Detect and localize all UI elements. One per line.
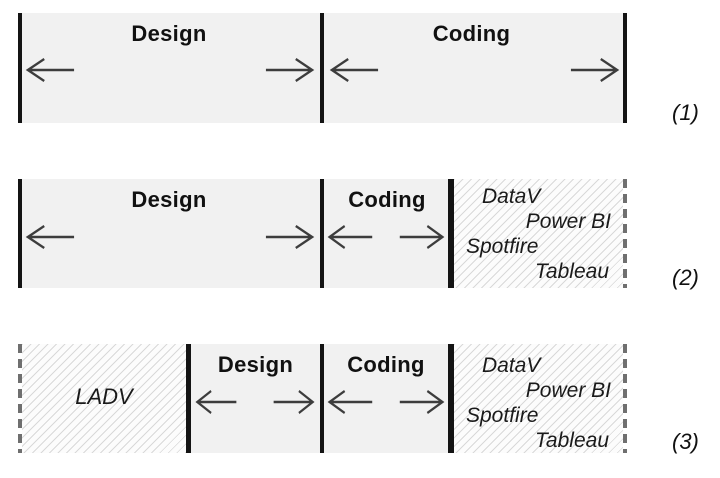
phase-boundary-bar-thick [186,344,191,453]
tool-name: Tableau [535,429,609,452]
tool-list: DataV Power BI Spotfire Tableau [454,184,623,284]
tool-name: DataV [482,354,541,377]
phase-boundary-bar [320,179,324,288]
tool-name: DataV [482,185,541,208]
tools-region [454,179,623,288]
open-boundary-dashed-line [623,344,627,453]
tool-name: Spotfire [466,404,539,427]
arrow-left-icon [25,57,75,83]
phase-boundary-bar [18,13,22,123]
coding-label: Coding [348,187,426,212]
coding-label: Coding [347,352,425,377]
tool-list: DataV Power BI Spotfire Tableau [454,353,623,453]
row-marker: (3) [672,429,699,454]
arrow-left-icon [329,57,379,83]
tool-name: Power BI [525,210,611,233]
arrow-left-icon [195,389,237,415]
phase-boundary-bar-thick [448,179,454,288]
tools-region [454,344,623,453]
ladv-region [22,344,186,453]
design-label: Design [217,352,294,377]
row-marker: (1) [672,100,699,125]
phase-row-1: Design Coding [18,13,627,123]
phase-boundary-bar [623,13,627,123]
open-boundary-dashed-line [18,344,22,453]
arrow-right-icon [399,389,445,415]
arrow-right-icon [399,224,445,250]
coding-label: Coding [432,21,511,46]
open-boundary-dashed-line [623,179,627,288]
phase-row-2: Design Coding DataV Power BI Spotfire Ta… [18,179,627,288]
phase-boundary-bar-thick [448,344,454,453]
phase-strip [18,179,454,288]
arrow-right-icon [265,224,315,250]
tool-name: Spotfire [466,235,539,258]
design-label: Design [131,21,207,46]
arrow-right-icon [265,57,315,83]
ladv-label: LADV [75,384,133,409]
arrow-right-icon [273,389,315,415]
phase-boundary-bar [320,13,324,123]
row-marker: (2) [672,265,699,290]
arrow-left-icon [327,224,373,250]
phase-row-3: LADV Design Coding DataV Power BI Spotfi… [18,344,627,453]
tool-name: Tableau [535,260,609,283]
phase-boundary-bar [320,344,324,453]
tool-name: Power BI [525,379,611,402]
arrow-right-icon [570,57,620,83]
arrow-left-icon [327,389,373,415]
design-label: Design [131,187,207,212]
arrow-left-icon [25,224,75,250]
phase-boundary-bar [18,179,22,288]
